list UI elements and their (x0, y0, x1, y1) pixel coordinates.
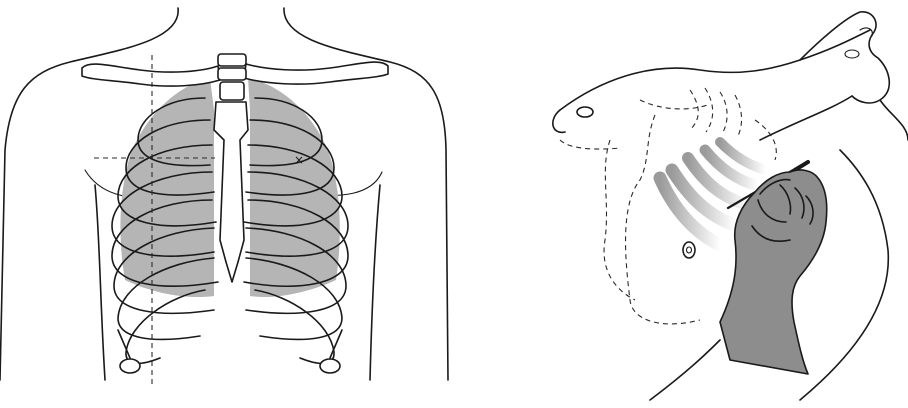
sternum (214, 102, 248, 282)
patient-head (800, 12, 889, 103)
left-lung (248, 78, 340, 297)
patient-body-outline (560, 30, 870, 110)
right-lung (120, 78, 214, 297)
right-clavicle (82, 64, 220, 86)
insertion-marker: × (294, 153, 304, 167)
anterior-chest-panel: × (0, 8, 448, 388)
left-clavicle (244, 62, 388, 84)
lateral-approach-panel (553, 12, 908, 400)
